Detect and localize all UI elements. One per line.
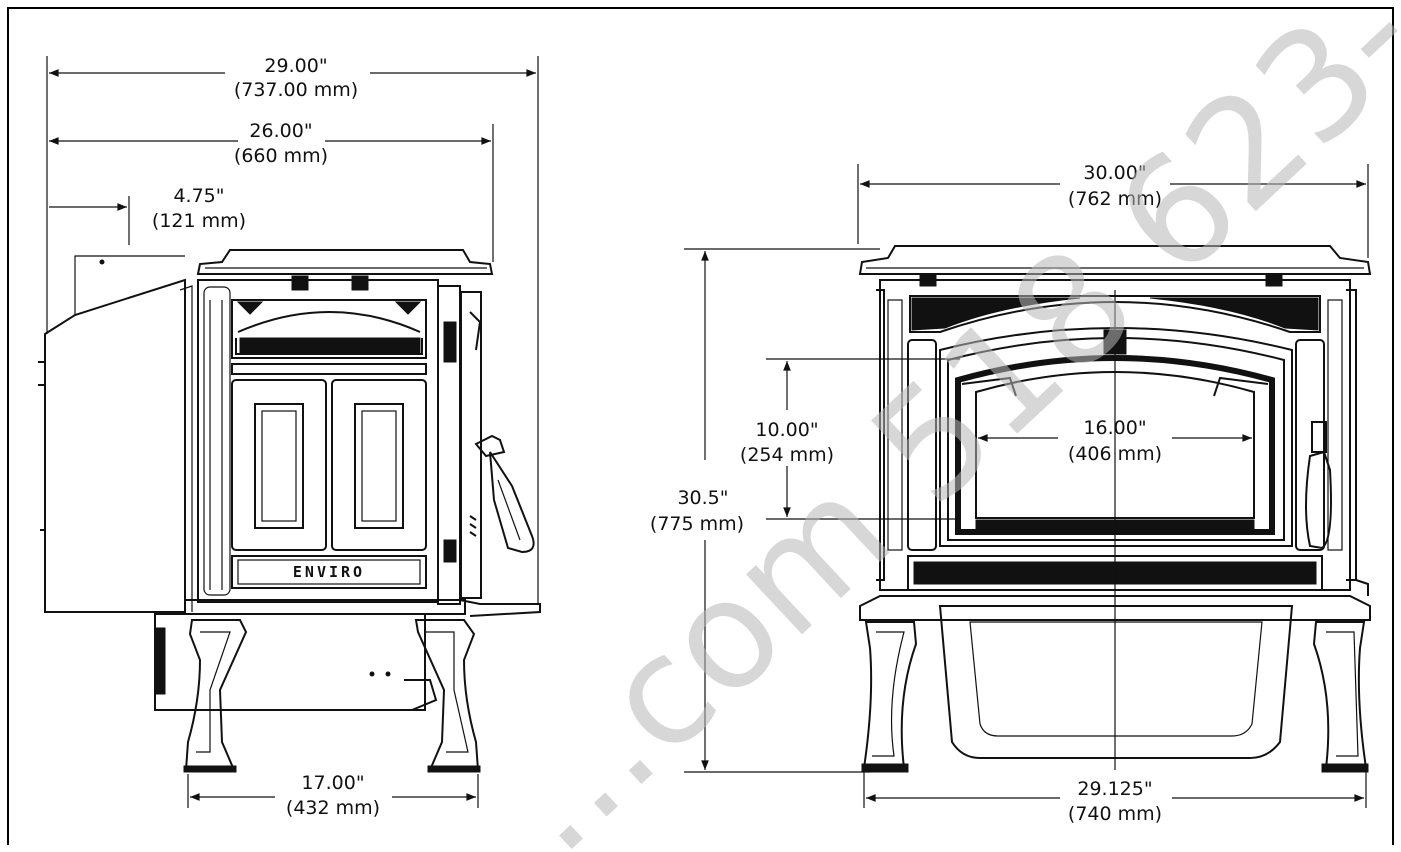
front-window-height-in: 10.00" (755, 419, 818, 441)
front-top-width-in: 30.00" (1083, 162, 1146, 184)
watermark-text: ...com 518 623-45 (466, 0, 1401, 852)
side-body-width-in: 26.00" (249, 120, 312, 142)
side-hopper-offset-mm: (121 mm) (152, 210, 246, 232)
front-top-width-mm: (762 mm) (1068, 188, 1162, 210)
dimension-labels: 29.00" (737.00 mm) 26.00" (660 mm) 4.75"… (152, 55, 1162, 825)
dimension-lines (46, 56, 1369, 808)
front-base-width-mm: (740 mm) (1068, 803, 1162, 825)
front-window-width-mm: (406 mm) (1068, 443, 1162, 465)
brand-plate-text: ENVIRO (293, 563, 365, 581)
side-body-width-mm: (660 mm) (234, 145, 328, 167)
front-window-height-mm: (254 mm) (740, 444, 834, 466)
sheet-border (7, 7, 1394, 845)
front-overall-height-in: 30.5" (677, 487, 728, 509)
front-view-stove (858, 245, 1372, 773)
side-hopper-offset-in: 4.75" (173, 185, 224, 207)
front-overall-height-mm: (775 mm) (650, 513, 744, 535)
front-base-width-in: 29.125" (1077, 778, 1152, 800)
side-view-stove: ENVIRO (38, 249, 541, 773)
front-window-width-in: 16.00" (1083, 417, 1146, 439)
side-leg-spacing-in: 17.00" (301, 772, 364, 794)
side-overall-width-mm: (737.00 mm) (234, 79, 358, 101)
side-leg-spacing-mm: (432 mm) (286, 797, 380, 819)
side-overall-width-in: 29.00" (264, 55, 327, 77)
